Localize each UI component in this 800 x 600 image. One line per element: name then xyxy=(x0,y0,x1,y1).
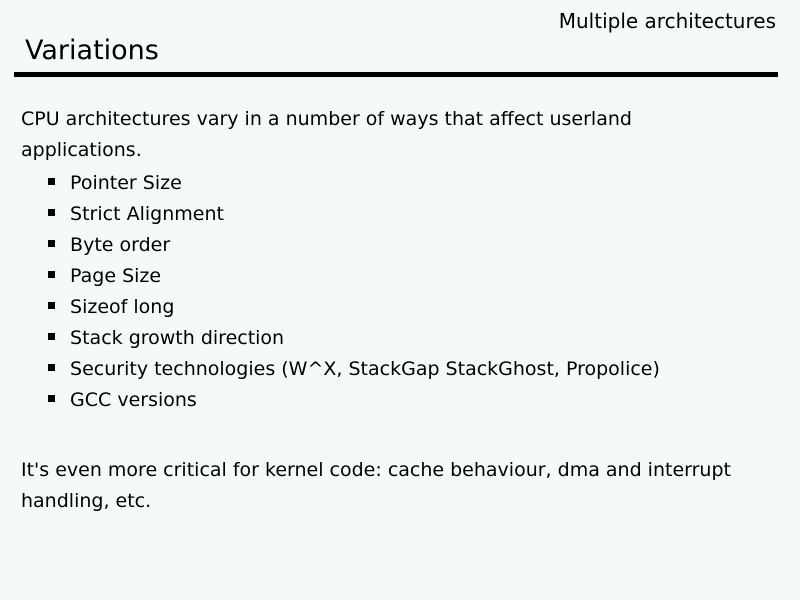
bullet-square-icon xyxy=(48,209,55,216)
bullet-text: Pointer Size xyxy=(70,172,182,194)
bullet-text: Page Size xyxy=(70,265,162,287)
bullet-list: Pointer Size Strict Alignment Byte order… xyxy=(48,168,792,416)
bullet-square-icon xyxy=(48,240,55,247)
bullet-square-icon xyxy=(48,271,55,278)
bullet-square-icon xyxy=(48,333,55,340)
bullet-square-icon xyxy=(48,178,55,185)
list-item: Sizeof long xyxy=(48,292,792,323)
list-item: Byte order xyxy=(48,230,792,261)
bullet-text: Security technologies (W^X, StackGap Sta… xyxy=(70,358,660,380)
list-item: GCC versions xyxy=(48,385,792,416)
list-item: Strict Alignment xyxy=(48,199,792,230)
intro-line: CPU architectures vary in a number of wa… xyxy=(21,108,632,130)
outro-line: handling, etc. xyxy=(21,490,152,512)
outro-paragraph: It's even more critical for kernel code:… xyxy=(21,455,792,517)
list-item: Security technologies (W^X, StackGap Sta… xyxy=(48,354,792,385)
bullet-text: GCC versions xyxy=(70,389,197,411)
list-item: Page Size xyxy=(48,261,792,292)
bullet-text: Stack growth direction xyxy=(70,327,285,349)
slide-body: CPU architectures vary in a number of wa… xyxy=(21,104,792,517)
intro-line: applications. xyxy=(21,139,142,161)
intro-paragraph: CPU architectures vary in a number of wa… xyxy=(21,104,792,166)
slide-deck-title: Multiple architectures xyxy=(558,9,776,33)
outro-line: It's even more critical for kernel code:… xyxy=(21,459,731,481)
list-item: Stack growth direction xyxy=(48,323,792,354)
list-item: Pointer Size xyxy=(48,168,792,199)
bullet-text: Sizeof long xyxy=(70,296,175,318)
bullet-square-icon xyxy=(48,395,55,402)
page-title: Variations xyxy=(25,35,159,66)
bullet-square-icon xyxy=(48,364,55,371)
bullet-text: Byte order xyxy=(70,234,171,256)
title-underline xyxy=(14,72,778,77)
bullet-square-icon xyxy=(48,302,55,309)
bullet-text: Strict Alignment xyxy=(70,203,224,225)
